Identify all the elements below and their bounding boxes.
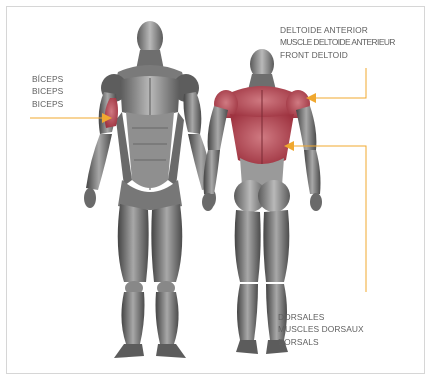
deltoid-label-en: FRONT DELTOID bbox=[280, 49, 395, 61]
biceps-label-fr: BICEPS bbox=[32, 85, 63, 97]
biceps-label-group: BÍCEPS BICEPS BICEPS bbox=[32, 73, 63, 110]
dorsal-label-es: DORSALES bbox=[278, 311, 364, 323]
biceps-label-es: BÍCEPS bbox=[32, 73, 63, 85]
deltoid-label-group: DELTOIDE ANTERIOR MUSCLE DELTOIDE ANTERI… bbox=[280, 24, 395, 61]
dorsal-pointer bbox=[294, 146, 366, 292]
deltoid-label-es: DELTOIDE ANTERIOR bbox=[280, 24, 395, 36]
back-figure bbox=[202, 49, 322, 354]
dorsal-label-fr: MUSCLES DORSAUX bbox=[278, 323, 364, 335]
deltoid-pointer bbox=[316, 68, 366, 98]
dorsal-label-group: DORSALES MUSCLES DORSAUX DORSALS bbox=[278, 311, 364, 348]
deltoid-label-fr: MUSCLE DELTOIDE ANTERIEUR bbox=[280, 36, 395, 48]
biceps-label-en: BICEPS bbox=[32, 98, 63, 110]
front-figure bbox=[84, 21, 216, 358]
dorsal-label-en: DORSALS bbox=[278, 336, 364, 348]
